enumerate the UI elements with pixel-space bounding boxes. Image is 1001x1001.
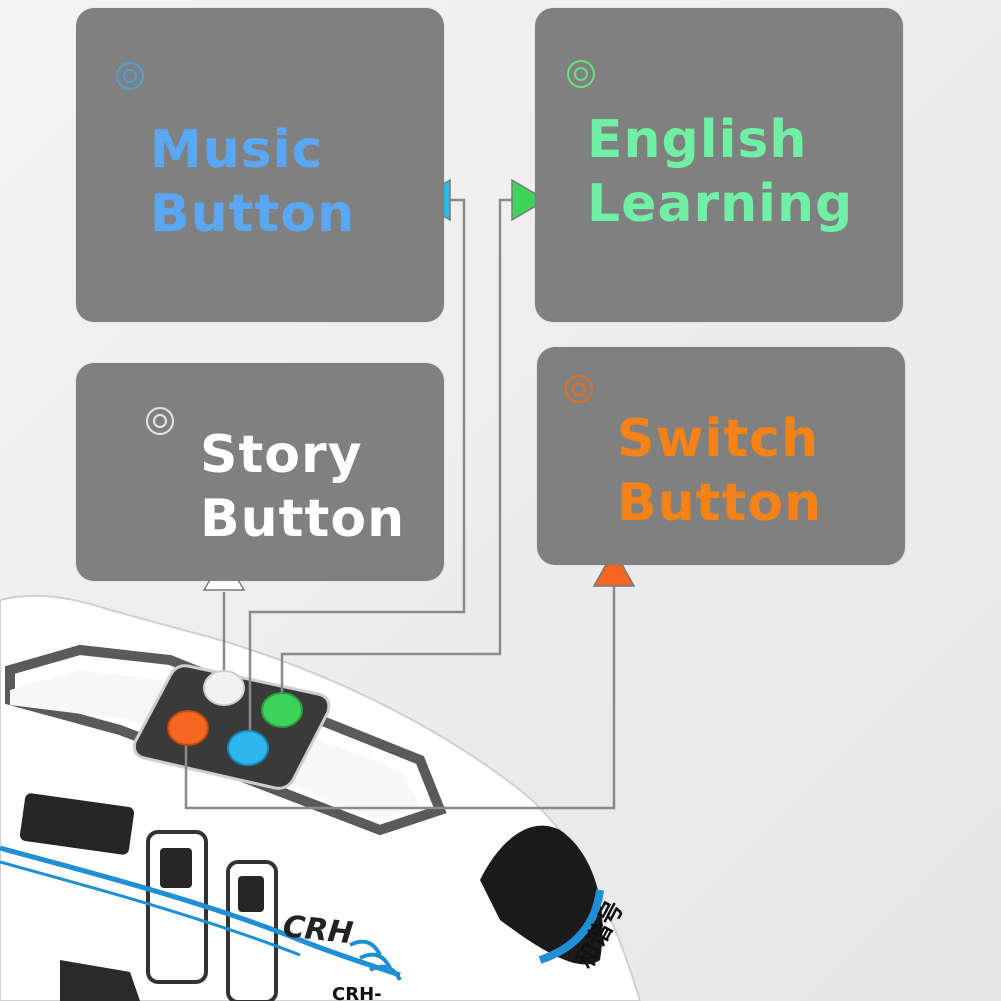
target-icon [567,60,595,88]
door-window [160,848,192,888]
target-icon [146,407,174,435]
nose-blue-trim [538,889,604,964]
english-learning-label: English Learning [587,110,854,234]
switch-button-panel: Switch Button [537,347,905,565]
story-button-panel: Story Button [76,363,444,581]
blue-stripe-lower [0,860,301,957]
crh-logo: CRH [281,909,355,951]
english-pad-button[interactable] [261,692,303,728]
music-pad-button[interactable] [227,730,269,766]
toy-train: CRH 和谐号 CRH- [0,594,642,1001]
english-line [280,198,512,700]
music-button-panel: Music Button [76,8,444,322]
english-arrow-icon [511,178,548,222]
music-line [248,198,466,748]
roof-stripe [4,644,447,836]
pad-buttons [167,670,303,766]
crh-swoosh [349,939,402,981]
train-window [19,793,135,855]
target-icon [565,375,593,403]
music-button-label: Music Button [150,120,356,244]
connector-lines [184,198,616,810]
target-icon [116,62,144,90]
english-learning-panel: English Learning [535,8,903,322]
train-bottom-text: CRH- [332,984,382,1001]
switch-button-label: Switch Button [617,409,823,533]
door-window [238,876,264,912]
story-button-label: Story Button [200,425,406,549]
switch-line [184,586,616,810]
switch-pad-button[interactable] [167,710,209,746]
blue-stripe [0,845,401,978]
story-pad-button[interactable] [203,670,245,706]
train-skirt [60,960,140,1001]
train-nose-window [480,825,603,965]
switch-arrow-icon [592,548,636,587]
